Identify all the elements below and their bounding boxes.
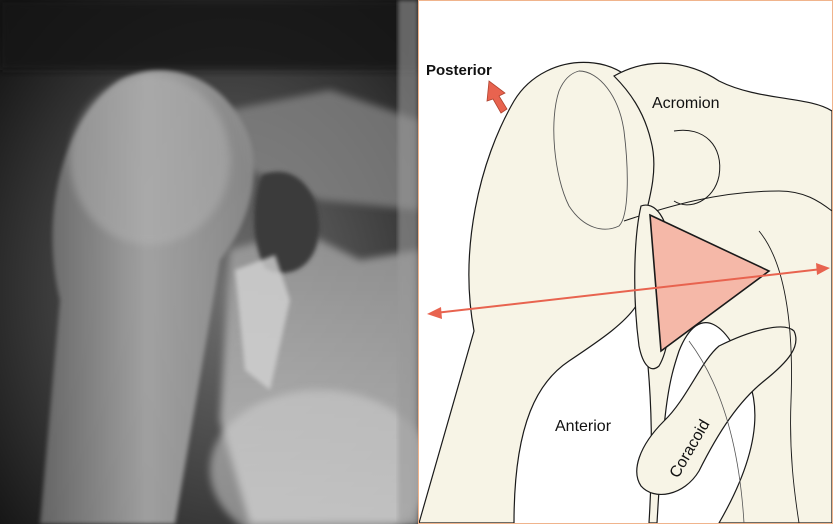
arrow-head-left bbox=[427, 307, 442, 319]
humerus-outline bbox=[419, 62, 667, 523]
posterior-label: Posterior bbox=[426, 62, 492, 79]
acromion-label: Acromion bbox=[652, 95, 720, 112]
anterior-label: Anterior bbox=[555, 418, 612, 435]
schematic-diagram: Posterior Acromion Anterior Coracoid bbox=[418, 0, 833, 524]
diagram-svg: Posterior Acromion Anterior Coracoid bbox=[419, 1, 832, 523]
posterior-arrow-icon bbox=[487, 81, 507, 113]
shoulder-radiograph bbox=[0, 0, 418, 524]
